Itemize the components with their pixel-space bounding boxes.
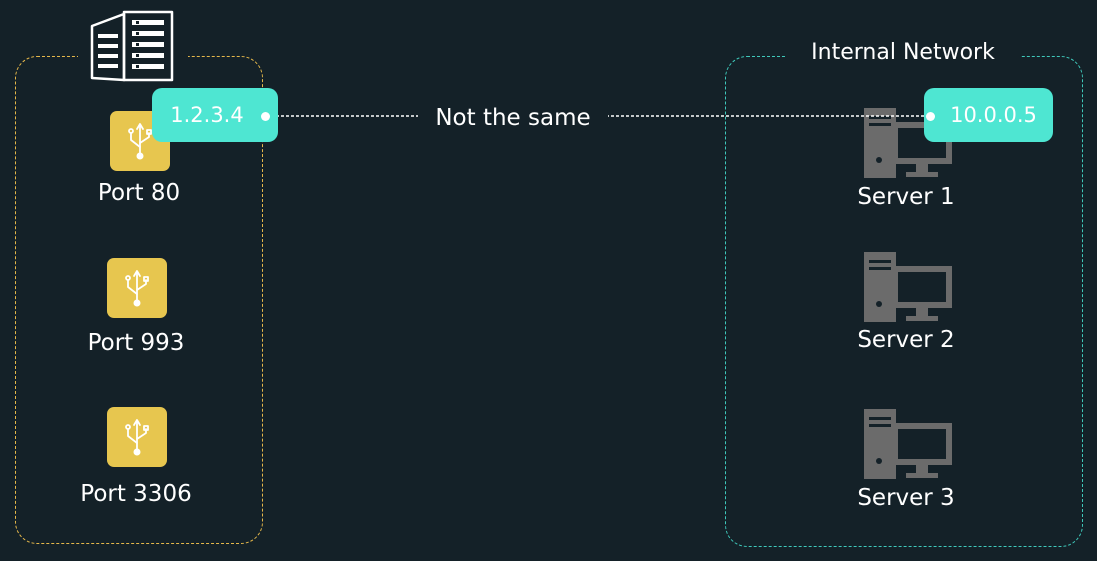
usb-icon	[125, 419, 149, 456]
server-rack-icon	[90, 10, 174, 82]
port-993-icon	[107, 258, 167, 318]
desktop-computer-icon	[864, 409, 952, 479]
port-3306-icon	[107, 407, 167, 467]
desktop-computer-icon	[864, 252, 952, 322]
usb-icon	[128, 123, 152, 160]
public-ip-text: 1.2.3.4	[170, 103, 244, 127]
internal-ip-text: 10.0.0.5	[950, 103, 1037, 127]
server-label: Server 1	[857, 184, 955, 210]
internal-ip-pill: 10.0.0.5	[924, 88, 1053, 142]
server-label: Server 3	[857, 485, 955, 511]
server-label: Server 2	[857, 327, 955, 353]
connection-dot-left	[261, 112, 270, 121]
connection-dot-right	[926, 112, 935, 121]
internal-network-title: Internal Network	[785, 36, 1021, 70]
connection-label: Not the same	[418, 102, 608, 134]
port-label: Port 3306	[80, 481, 192, 507]
usb-icon	[125, 270, 149, 307]
port-label: Port 993	[87, 330, 185, 356]
port-label: Port 80	[97, 180, 181, 206]
public-ip-pill: 1.2.3.4	[152, 88, 278, 142]
